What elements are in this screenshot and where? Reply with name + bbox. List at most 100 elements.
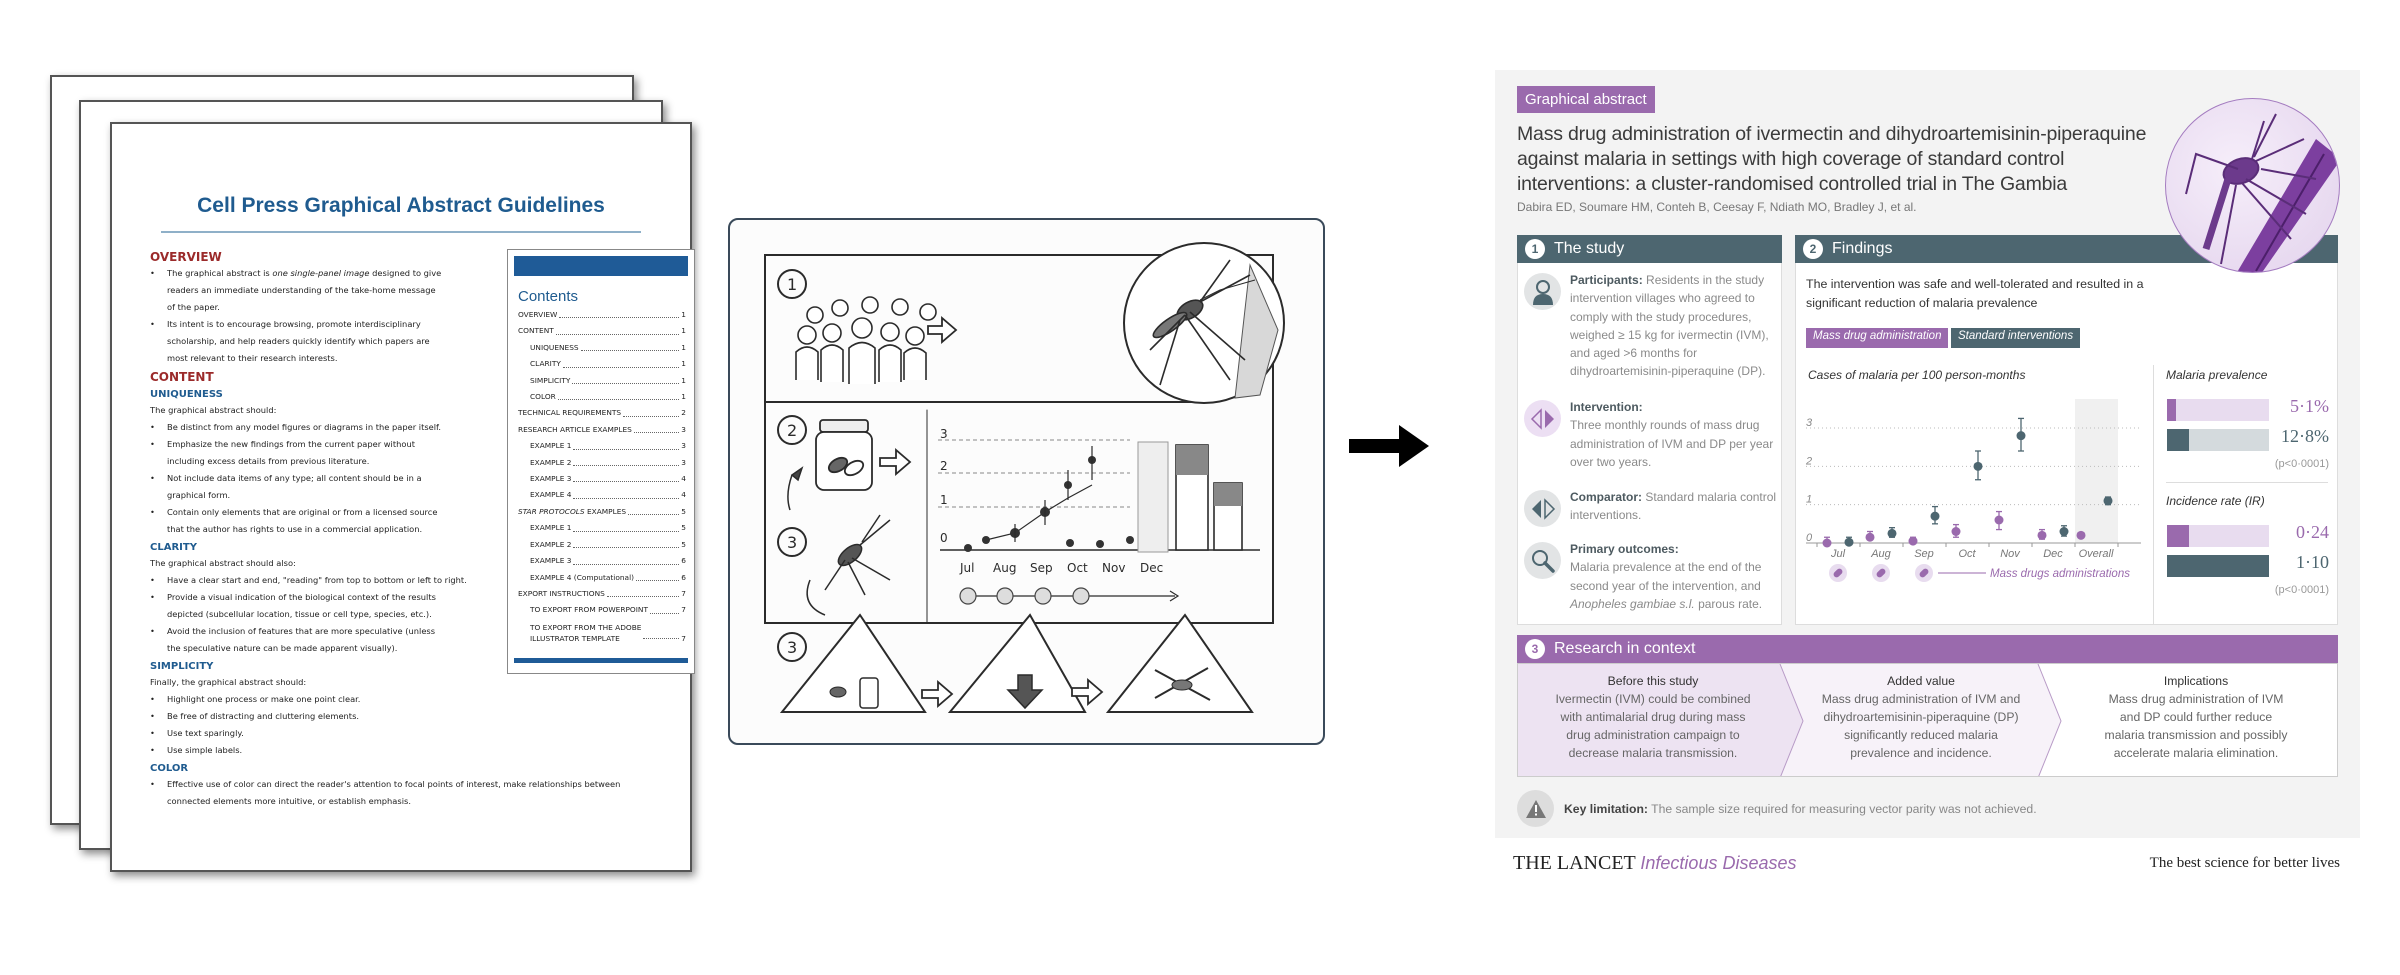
toc-leader-dots [573, 537, 680, 549]
toc-entry[interactable]: EXPORT INSTRUCTIONS 7 [514, 586, 688, 602]
sketch-x-label: Jul [959, 561, 974, 575]
toc-entry-label: EXPORT INSTRUCTIONS [518, 588, 605, 598]
toc-leader-dots [573, 520, 680, 532]
y-tick-label: 0 [1806, 532, 1813, 544]
x-tick-label: Sep [1914, 548, 1934, 560]
toc-leader-dots [649, 602, 680, 614]
toc-entry-label: COLOR [530, 392, 556, 402]
toc-leader-dots [555, 323, 680, 335]
toc-leader-dots [559, 307, 680, 319]
context-chevrons [1518, 664, 2062, 776]
toc-leader-dots [643, 637, 680, 639]
outcomes-species: Anopheles gambiae s.l. [1570, 596, 1695, 611]
toc-page-number: 7 [681, 588, 686, 598]
bullet-emphasis: one single-panel image [272, 268, 370, 278]
simplicity-bullet: Highlight one process or make one point … [150, 691, 445, 708]
context-line: accelerate malaria elimination. [2113, 746, 2279, 760]
heading-color: COLOR [150, 763, 189, 774]
context-line: dihydroartemisinin-piperaquine (DP) [1823, 710, 2019, 724]
outcomes-body: Malaria prevalence at the end of the sec… [1570, 560, 1762, 593]
toc-leader-dots [557, 389, 680, 401]
y-tick-label: 1 [1806, 494, 1812, 506]
toc-leader-dots [636, 570, 680, 581]
step-3-label: 3 [787, 638, 797, 657]
toc-page-number: 7 [681, 605, 686, 615]
toc-entry[interactable]: EXAMPLE 3 4 [514, 471, 688, 487]
toc-leader-dots [580, 340, 680, 352]
incidence-value-mda: 0·24 [2296, 522, 2329, 542]
toc-entry-label: EXAMPLE 1 [530, 441, 572, 451]
simplicity-bullet: Be free of distracting and cluttering el… [150, 708, 445, 725]
sketch-drawing: 1 2 3 3 [764, 242, 1285, 713]
toc-footer-bar [514, 657, 688, 663]
intervention-label: Intervention: [1570, 400, 1643, 414]
data-point [1930, 511, 1940, 521]
toc-leader-dots [573, 471, 680, 483]
comparator-text: Comparator: Standard malaria control int… [1570, 488, 1780, 525]
toc-entry-label: OVERVIEW [518, 310, 558, 319]
person-icon [1524, 273, 1561, 310]
prevalence-title: Malaria prevalence [2166, 368, 2268, 382]
toc-page-number: 3 [681, 424, 686, 434]
overview-bullet: Its intent is to encourage browsing, pro… [150, 316, 445, 367]
toc-page-number: 4 [681, 474, 686, 484]
clarity-intro: The graphical abstract should also: [150, 558, 296, 568]
prevalence-value-mda: 5·1% [2290, 396, 2329, 416]
limitation-text: Key limitation: The sample size required… [1564, 802, 2037, 816]
y-tick-label: 2 [1805, 455, 1812, 467]
mosquito-illustration [1123, 242, 1285, 404]
color-bullet: Effective use of color can direct the re… [150, 776, 630, 810]
toc-page-number: 6 [681, 556, 686, 566]
toc-entry[interactable]: EXAMPLE 1 3 [514, 438, 688, 454]
warning-icon [1517, 790, 1554, 827]
toc-header-bar [514, 256, 688, 276]
graphical-abstract-tag: Graphical abstract [1517, 86, 1655, 113]
mosquito-small-icon [787, 466, 891, 616]
mosquito-icon [2185, 113, 2339, 272]
toc-entry-label: EXAMPLE 1 [530, 523, 572, 533]
simplicity-bullet: Use simple labels. [150, 742, 445, 759]
pill-capsule [1833, 568, 1843, 578]
context-implications-title: Implications [2163, 674, 2229, 688]
clarity-bullet: Avoid the inclusion of features that are… [150, 623, 445, 657]
toc-entry-label: EXAMPLE 3 [530, 474, 572, 484]
toc-page-number: 1 [681, 375, 686, 385]
legend-mda: Mass drug administration [1806, 328, 1949, 348]
toc-page-number: 3 [681, 441, 686, 451]
sketch-arrow-icon [1071, 678, 1104, 706]
context-implications: Implications Mass drug administration of… [2066, 672, 2326, 762]
toc-entry[interactable]: EXAMPLE 4 (Computational)6 [514, 570, 688, 586]
sketch-arrow-icon [927, 316, 958, 344]
toc-entry-label: CLARITY [530, 359, 561, 369]
toc-entry-label: CONTENT [518, 326, 554, 336]
side-divider [2166, 482, 2328, 483]
clarity-bullet: Provide a visual indication of the biolo… [150, 589, 445, 623]
participants-body: Residents in the study intervention vill… [1570, 273, 1769, 379]
toc-entry-label: EXAMPLE 2 [530, 539, 572, 549]
data-point [1994, 515, 2004, 525]
step-2-badge: 2 [777, 415, 807, 445]
prevalence-bar-mda [2167, 399, 2269, 421]
toc-leader-dots [633, 422, 680, 434]
journal-tagline: The best science for better lives [2149, 855, 2340, 871]
toc-leader-dots [573, 455, 680, 467]
toc-page-number: 1 [681, 342, 686, 352]
